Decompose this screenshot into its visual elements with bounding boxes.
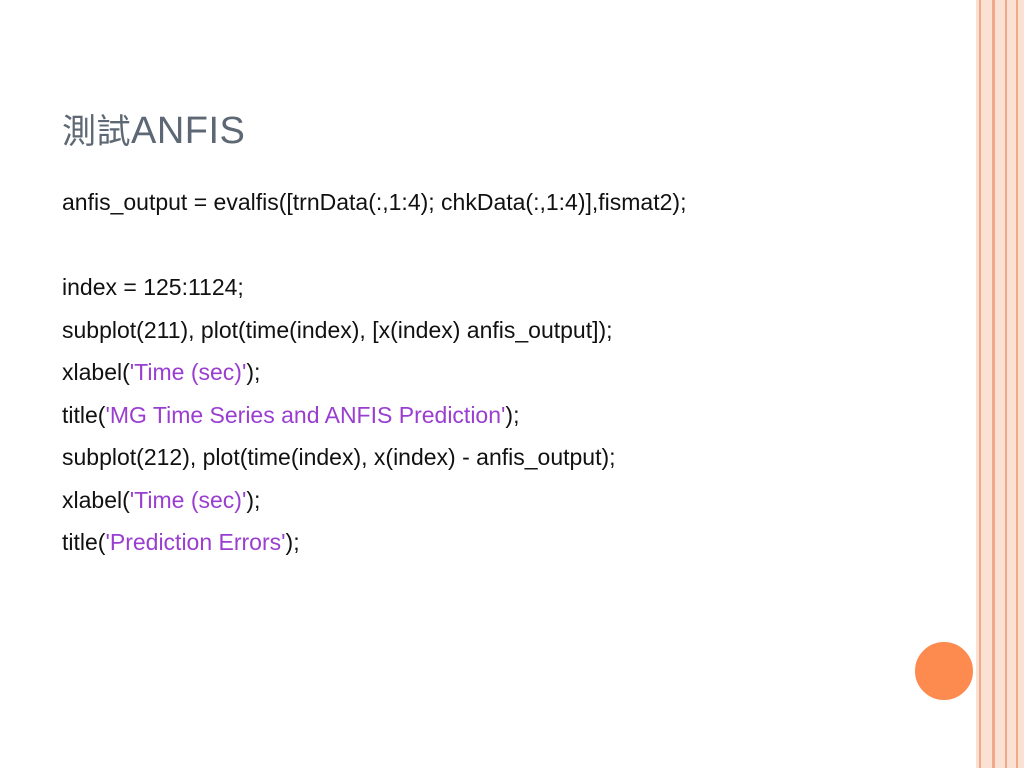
string-quote: ' [241, 486, 247, 513]
code-blank-line [62, 229, 686, 272]
code-text: index = 125:1124; [62, 274, 244, 300]
code-line: subplot(211), plot(time(index), [x(index… [62, 314, 686, 357]
code-block: anfis_output = evalfis([trnData(:,1:4); … [62, 186, 686, 569]
code-text: subplot(212), plot(time(index), x(index)… [62, 444, 616, 470]
code-text: xlabel( [62, 359, 130, 385]
code-line: xlabel('Time (sec)'); [62, 484, 686, 527]
code-text: xlabel( [62, 486, 130, 513]
decorative-circle [913, 640, 975, 702]
string-quote: ' [129, 486, 135, 513]
string-quote: ' [281, 529, 286, 555]
right-border-line [979, 0, 981, 768]
code-text: ); [246, 359, 261, 385]
code-text: anfis_output = evalfis([trnData(:,1:4); … [62, 189, 687, 215]
code-line: title('MG Time Series and ANFIS Predicti… [62, 399, 686, 442]
right-border-line [992, 0, 995, 768]
code-line: index = 125:1124; [62, 271, 686, 314]
slide-title-latin: ANFIS [131, 110, 246, 152]
code-text: ); [505, 401, 520, 428]
right-border-line [1016, 0, 1018, 768]
slide-title: 測試ANFIS [62, 104, 245, 153]
code-line: anfis_output = evalfis([trnData(:,1:4); … [62, 186, 686, 229]
code-line: title('Prediction Errors'); [62, 526, 686, 569]
code-text: title( [62, 401, 106, 428]
string-quote: ' [105, 529, 110, 555]
right-border-line [1005, 0, 1007, 768]
string-quote: ' [501, 401, 506, 428]
code-text: subplot(211), plot(time(index), [x(index… [62, 316, 613, 343]
code-text: ); [246, 486, 261, 513]
slide-title-cjk: 測試 [62, 112, 131, 152]
string-literal: MG Time Series and ANFIS Prediction [109, 401, 502, 428]
code-text: title( [62, 529, 106, 555]
string-quote: ' [129, 359, 135, 385]
string-literal: Prediction Errors [109, 529, 282, 555]
string-quote: ' [105, 401, 110, 428]
code-text: ); [285, 529, 300, 555]
string-literal: Time (sec) [134, 486, 242, 513]
string-quote: ' [241, 359, 247, 385]
code-line: xlabel('Time (sec)'); [62, 356, 686, 399]
code-line: subplot(212), plot(time(index), x(index)… [62, 441, 686, 484]
string-literal: Time (sec) [134, 359, 242, 385]
